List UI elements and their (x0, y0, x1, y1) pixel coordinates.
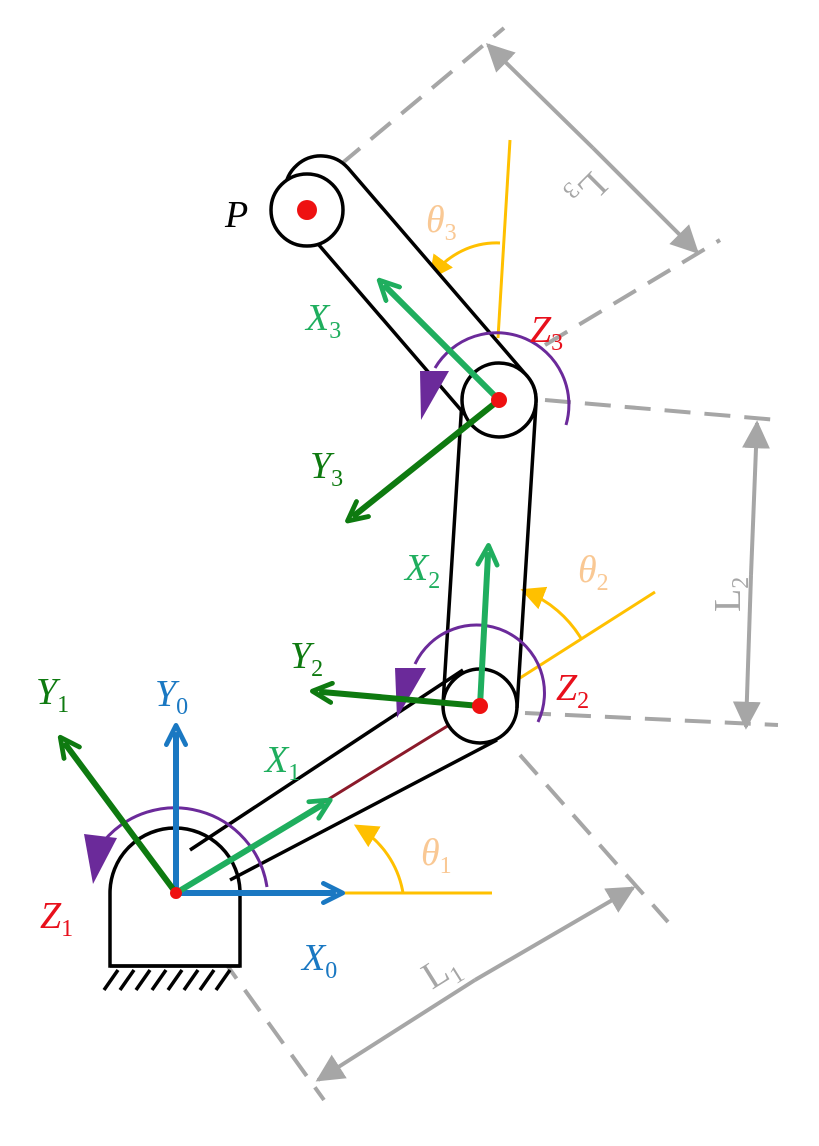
end-point-p (297, 200, 317, 220)
y3-axis-arrow (345, 397, 502, 524)
z2-rotation-arrowhead (395, 668, 426, 718)
frame-3 (345, 277, 502, 524)
joint-3-center (491, 392, 507, 408)
link-2 (441, 399, 538, 709)
z1-label: Z1 (40, 895, 73, 942)
l3-dimension-arrow (486, 43, 595, 150)
point-p-label: P (224, 194, 248, 236)
x2-label: X2 (403, 547, 440, 594)
l2-extension-joint3 (544, 398, 779, 422)
l3-label: L3 (557, 160, 615, 218)
y0-label: Y0 (155, 673, 188, 720)
theta1-arc (353, 824, 405, 894)
labels: P Y0 X0 Y1 X1 Z1 Y2 X2 Z2 Y3 X3 Z3 θ1 θ2… (36, 160, 754, 1002)
l2-dimension-arrow (732, 574, 761, 730)
theta2-arc (520, 586, 584, 641)
z2-label: Z2 (556, 667, 589, 714)
theta2-label: θ2 (578, 549, 609, 596)
l3-extension-joint3 (543, 238, 722, 347)
z1-rotation-arrowhead (84, 834, 117, 884)
l1-extension-base (196, 923, 326, 1102)
z2-rotation-arc (413, 623, 546, 723)
theta1-label: θ1 (421, 832, 452, 879)
l2-label: L2 (707, 577, 754, 612)
l1-extension-joint2 (518, 753, 670, 924)
x3-label: X3 (304, 297, 341, 344)
l3-extension-end (338, 26, 506, 167)
frame-0 (164, 723, 345, 905)
dimension-arrows (315, 43, 770, 1082)
theta3-label: θ3 (426, 199, 457, 246)
x2-axis-arrow (475, 543, 500, 709)
y2-label: Y2 (290, 635, 323, 682)
joint-1-center (170, 887, 182, 899)
angle-references (340, 139, 656, 895)
y1-label: Y1 (36, 671, 69, 718)
z3-rotation-arrowhead (420, 371, 449, 420)
rotation-arrowheads (84, 371, 449, 884)
frame-2 (310, 543, 500, 709)
l1-dimension-arrow (315, 978, 477, 1082)
l1-label: L1 (415, 943, 470, 1002)
x0-label: X0 (300, 937, 337, 984)
l2-dimension-arrow (742, 420, 770, 576)
ground-hatching (102, 964, 240, 992)
x1-axis-arrow (173, 797, 333, 896)
frame-1 (57, 734, 333, 896)
theta3-reference-line (496, 139, 512, 339)
theta2-reference-line (519, 590, 656, 680)
z3-rotation-arc (433, 331, 571, 426)
x1-label: X1 (263, 739, 300, 786)
theta3-arc (429, 241, 501, 280)
l2-extension-joint2 (524, 711, 779, 727)
joint-2-center (472, 698, 488, 714)
l1-dimension-arrow (473, 886, 636, 982)
x3-axis-arrow (376, 277, 502, 403)
l3-dimension-arrow (591, 146, 699, 254)
joint-centres (170, 200, 507, 899)
y1-axis-arrow (57, 734, 179, 896)
y2-axis-arrow (310, 680, 483, 709)
z3-label: Z3 (530, 309, 563, 356)
y3-label: Y3 (310, 445, 343, 492)
